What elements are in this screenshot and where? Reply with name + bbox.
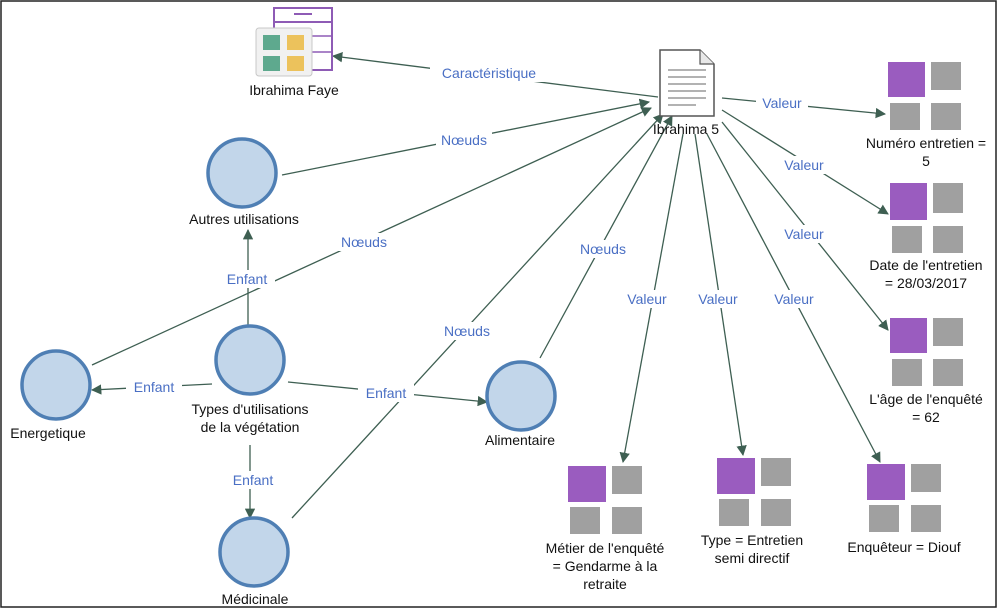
attribute-grid-icon	[890, 183, 963, 253]
attribute-label-line-2: semi directif	[715, 550, 790, 566]
edge-label-valeur: Valeur	[778, 225, 830, 243]
node-medicinale[interactable]: Médicinale	[218, 516, 290, 607]
node-circle-icon	[485, 360, 557, 432]
node-types-utilisations[interactable]: Types d'utilisations de la végétation	[191, 324, 309, 435]
attribute-grid-icon	[568, 466, 642, 534]
edge-label-enfant: Enfant	[126, 378, 182, 396]
node-document-ibrahima-5[interactable]: Ibrahima 5	[653, 49, 719, 137]
node-circle-icon	[214, 324, 286, 396]
attribute-type-entretien[interactable]: Type = Entretien semi directif	[701, 458, 803, 566]
edge-label-valeur: Valeur	[768, 290, 820, 308]
attribute-age-enquete[interactable]: L'âge de l'enquêté = 62	[869, 318, 983, 425]
node-label: Autres utilisations	[189, 211, 299, 227]
svg-text:Valeur: Valeur	[784, 226, 824, 242]
edge-label-valeur: Valeur	[692, 290, 744, 308]
attribute-label-line-1: Type = Entretien	[701, 532, 803, 548]
edge-label-valeur: Valeur	[621, 290, 673, 308]
svg-text:Nœuds: Nœuds	[341, 234, 387, 250]
attribute-numero-entretien[interactable]: Numéro entretien = 5	[866, 62, 986, 169]
edge-label-noeuds: Nœuds	[436, 131, 492, 149]
attribute-label-line-2: = Gendarme à la	[553, 558, 658, 574]
svg-text:Enfant: Enfant	[366, 385, 407, 401]
svg-text:Nœuds: Nœuds	[444, 323, 490, 339]
node-label: Alimentaire	[485, 432, 555, 448]
attribute-label-line-3: retraite	[583, 576, 627, 592]
svg-text:Valeur: Valeur	[762, 95, 802, 111]
edge-label-noeuds: Nœuds	[439, 322, 495, 340]
node-label: Ibrahima 5	[653, 121, 719, 137]
edge-label-valeur: Valeur	[778, 156, 830, 174]
attribute-label-line-1: Enquêteur = Diouf	[847, 539, 960, 555]
node-label: Médicinale	[222, 591, 289, 607]
attribute-label-line-2: = 62	[912, 409, 940, 425]
node-circle-icon	[20, 349, 92, 421]
attribute-label-line-2: = 28/03/2017	[885, 275, 967, 291]
case-icon	[255, 7, 333, 77]
attribute-grid-icon	[717, 458, 791, 526]
svg-text:Enfant: Enfant	[233, 472, 274, 488]
svg-text:Nœuds: Nœuds	[441, 132, 487, 148]
node-label: Energetique	[10, 425, 86, 441]
edges	[90, 52, 889, 520]
document-icon	[659, 49, 715, 117]
node-circle-icon	[218, 516, 290, 588]
attribute-date-entretien[interactable]: Date de l'entretien = 28/03/2017	[869, 183, 983, 291]
svg-text:Valeur: Valeur	[627, 291, 667, 307]
edge-labels: Caractéristique Nœuds Nœuds Nœuds Nœuds …	[126, 64, 830, 489]
svg-text:Nœuds: Nœuds	[580, 241, 626, 257]
attribute-metier-enquete[interactable]: Métier de l'enquêté = Gendarme à la retr…	[546, 466, 665, 592]
edge-label-valeur: Valeur	[756, 94, 808, 112]
edge-noeuds-medicinale[interactable]	[291, 113, 664, 519]
edge-label-noeuds: Nœuds	[575, 240, 631, 258]
svg-text:Enfant: Enfant	[227, 271, 268, 287]
attribute-label-line-1: Numéro entretien =	[866, 135, 986, 151]
node-circle-icon	[206, 137, 278, 209]
node-label: Ibrahima Faye	[249, 82, 339, 98]
node-label-line-2: de la végétation	[201, 419, 300, 435]
edge-label-noeuds: Nœuds	[336, 233, 392, 251]
attribute-grid-icon	[890, 318, 963, 386]
node-autres-utilisations[interactable]: Autres utilisations	[189, 137, 299, 227]
attribute-enqueteur[interactable]: Enquêteur = Diouf	[847, 464, 961, 555]
svg-text:Valeur: Valeur	[698, 291, 738, 307]
svg-text:Valeur: Valeur	[784, 157, 824, 173]
edge-label-enfant: Enfant	[358, 384, 414, 402]
node-energetique[interactable]: Energetique	[10, 349, 92, 441]
edge-label-enfant: Enfant	[225, 471, 281, 489]
attribute-label-line-1: Métier de l'enquêté	[546, 540, 665, 556]
attribute-grid-icon	[867, 464, 941, 532]
node-case-ibrahima-faye[interactable]: Ibrahima Faye	[249, 7, 339, 98]
attribute-label-line-1: Date de l'entretien	[869, 257, 982, 273]
edge-label-enfant: Enfant	[219, 270, 275, 288]
svg-text:Enfant: Enfant	[134, 379, 175, 395]
attribute-label-line-1: L'âge de l'enquêté	[869, 391, 983, 407]
edge-label-caracteristique: Caractéristique	[430, 64, 548, 82]
svg-text:Valeur: Valeur	[774, 291, 814, 307]
svg-text:Caractéristique: Caractéristique	[442, 65, 536, 81]
node-label-line-1: Types d'utilisations	[191, 401, 308, 417]
edge-noeuds-alimentaire[interactable]	[539, 115, 673, 359]
attribute-label-line-2: 5	[922, 153, 930, 169]
node-alimentaire[interactable]: Alimentaire	[485, 360, 557, 448]
attribute-grid-icon	[888, 62, 961, 130]
